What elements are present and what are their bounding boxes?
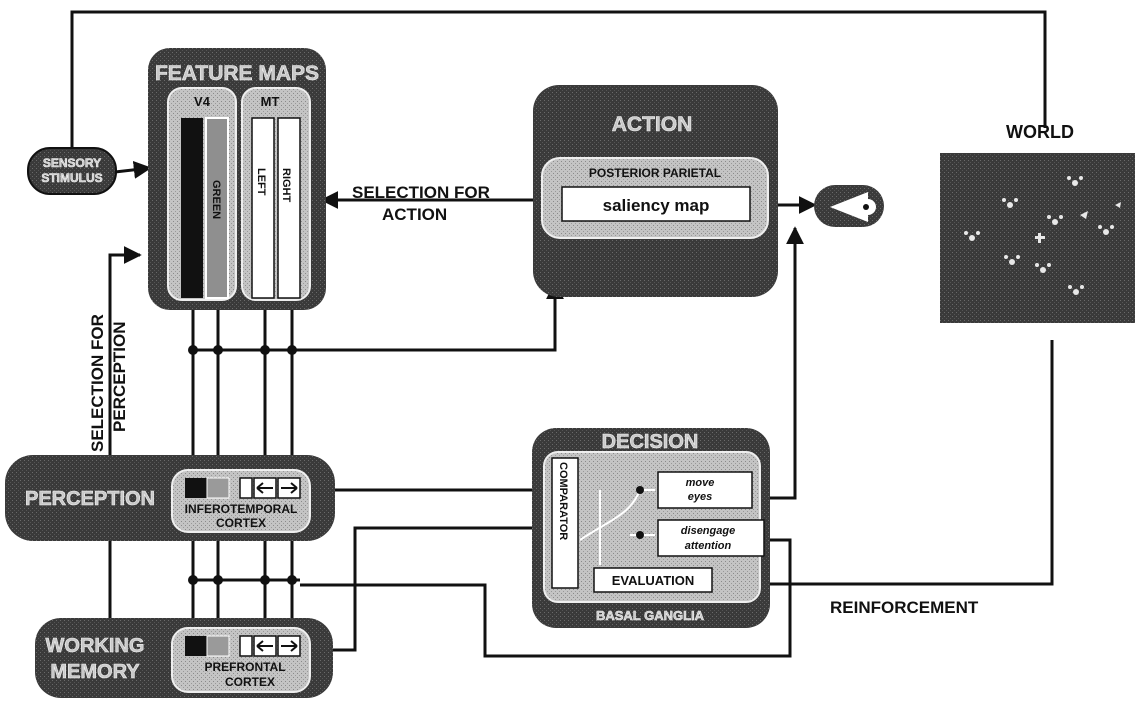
decision-block: DECISION COMPARATOR move eyes disengage … xyxy=(532,428,770,628)
decision-title: DECISION xyxy=(602,431,699,453)
selection-for-perception-label-2: PERCEPTION xyxy=(110,321,129,432)
world-title: WORLD xyxy=(1006,122,1074,142)
evaluation-label: EVALUATION xyxy=(612,573,695,588)
comparator-label: COMPARATOR xyxy=(557,462,569,540)
it-grey-cell xyxy=(207,478,229,498)
working-memory-title-1: WORKING xyxy=(46,635,145,657)
left-label: LEFT xyxy=(255,168,267,196)
working-memory-block: WORKING MEMORY PREFRONTAL CORTEX xyxy=(35,618,333,698)
feature-maps-title: FEATURE MAPS xyxy=(155,62,319,85)
it-dark-cell xyxy=(185,478,207,498)
v4-label: V4 xyxy=(194,94,211,109)
perception-block: PERCEPTION INFEROTEMPORAL CORTEX xyxy=(5,455,335,541)
sensory-stimulus-label-1: SENSORY xyxy=(43,156,101,170)
pf-bars-cell xyxy=(240,636,252,656)
sensory-stimulus-label-2: STIMULUS xyxy=(41,171,102,185)
world-block: WORLD xyxy=(940,122,1135,323)
perception-title: PERCEPTION xyxy=(25,488,155,510)
right-label: RIGHT xyxy=(280,168,292,203)
posterior-parietal-label: POSTERIOR PARIETAL xyxy=(589,166,721,180)
green-label: GREEN xyxy=(210,180,222,219)
eye-icon xyxy=(814,185,884,227)
mt-left-column xyxy=(252,118,274,298)
selection-for-perception-label-1: SELECTION FOR xyxy=(88,314,107,452)
pf-dark-cell xyxy=(185,636,207,656)
saliency-map-label: saliency map xyxy=(603,196,710,215)
working-memory-title-2: MEMORY xyxy=(50,661,140,683)
it-bars-cell xyxy=(240,478,252,498)
move-eyes-label-1: move xyxy=(686,477,715,489)
sensory-stimulus-node: SENSORY STIMULUS xyxy=(28,148,116,194)
basal-ganglia-label: BASAL GANGLIA xyxy=(596,608,705,623)
pf-grey-cell xyxy=(207,636,229,656)
v4-dark-column xyxy=(181,118,203,298)
disengage-label-1: disengage xyxy=(681,525,735,537)
move-eyes-label-2: eyes xyxy=(688,491,712,503)
action-block: ACTION POSTERIOR PARIETAL saliency map xyxy=(533,85,778,297)
action-title: ACTION xyxy=(612,113,693,136)
mt-right-column xyxy=(278,118,300,298)
selection-for-action-label-2: ACTION xyxy=(382,205,447,224)
disengage-label-2: attention xyxy=(685,540,732,552)
prefrontal-label-1: PREFRONTAL xyxy=(204,660,285,674)
reinforcement-label: REINFORCEMENT xyxy=(830,598,979,617)
prefrontal-label-2: CORTEX xyxy=(225,675,275,689)
mt-label: MT xyxy=(261,94,280,109)
inferotemporal-label-1: INFEROTEMPORAL xyxy=(185,502,298,516)
inferotemporal-label-2: CORTEX xyxy=(216,516,266,530)
feature-maps-block: FEATURE MAPS V4 GREEN MT LEFT RIGHT xyxy=(148,48,326,310)
selection-for-action-label-1: SELECTION FOR xyxy=(352,183,490,202)
